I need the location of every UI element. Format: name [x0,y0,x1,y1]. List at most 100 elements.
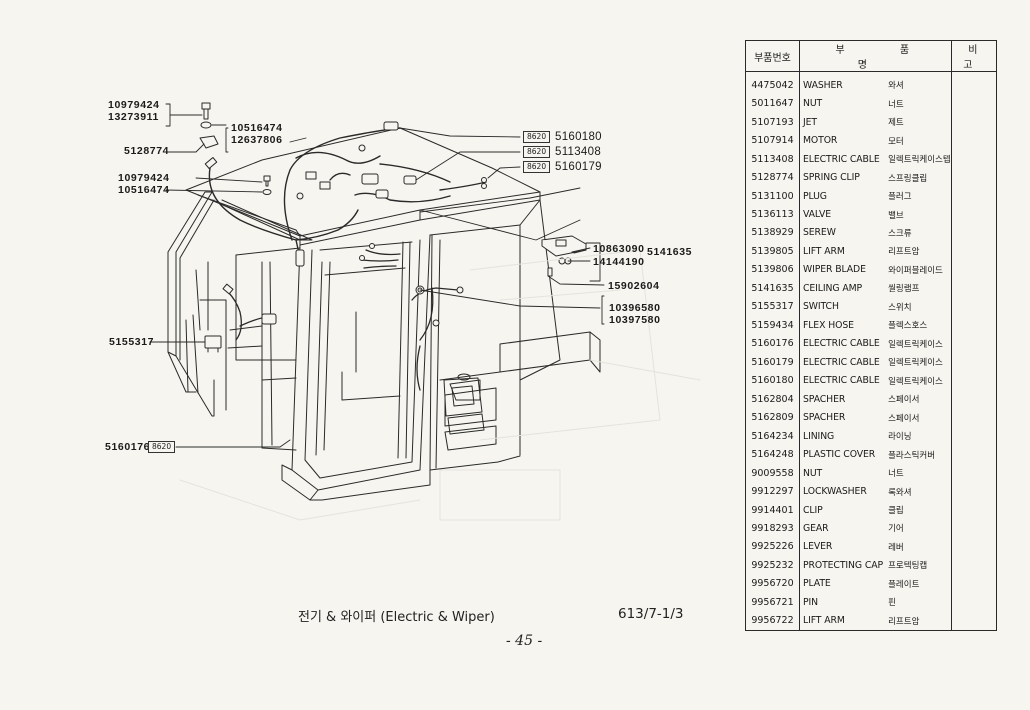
callout-washer-10516474: 10516474 [231,122,283,134]
ceiling-lamp [541,235,587,277]
remarks-cell [951,427,996,445]
remarks-cell [951,94,996,112]
callout-cable-5160179: 5160179 [555,161,602,173]
part-number-cell: 5107193 [745,112,800,132]
cab-wiring-diagram [149,102,701,521]
part-name-en-cell: SPACHER [802,412,846,424]
part-name-en-cell: SPRING CLIP [802,172,860,184]
part-name-en-cell: ELECTRIC CABLE [802,356,880,368]
part-name-ko-cell: 씰링램프 [886,279,952,298]
callout-bolt-10979424-lower: 10979424 [118,172,170,184]
part-name-ko-cell: 핀 [886,593,952,612]
plate-number: 613/7-1/3 [618,606,684,622]
parts-table-header: 부품번호 부 품 명 비 고 [745,40,997,72]
part-number-cell: 9925226 [745,537,800,557]
part-name-ko-cell: 스페이서 [886,408,952,427]
part-number-cell: 5162809 [745,408,800,427]
part-number-cell: 9912297 [745,482,800,501]
washer-reservoir [443,373,485,435]
part-number-cell: 5139806 [745,260,800,280]
tag-8620-3: 8620 [523,161,551,173]
part-number-cell: 4475042 [745,71,800,95]
callout-spring-clip-5128774: 5128774 [124,145,170,157]
part-name-ko-cell: 스프링클립 [886,168,952,187]
callout-screw-15902604: 15902604 [608,280,660,292]
remarks-cell [951,538,996,556]
remarks-cell [951,408,996,426]
part-name-ko-cell: 플레이트 [886,574,952,594]
part-name-ko-cell: 기어 [886,519,952,538]
part-name-en-cell: PROTECTING CAP [802,559,884,571]
part-name-ko-cell: 리프트암 [886,611,952,631]
part-number-cell: 9956720 [745,574,800,594]
leader-lines [149,103,605,448]
part-number-cell: 5138929 [745,223,800,243]
part-number-cell: 5113408 [745,149,800,169]
part-number-cell: 9009558 [745,463,800,483]
part-name-en-cell: ELECTRIC CABLE [802,338,880,350]
part-name-en-cell: PIN [802,596,818,608]
cab-front-frame [211,199,431,501]
part-name-ko-cell: 제트 [886,112,952,132]
part-name-en-cell: GEAR [802,522,829,534]
part-name-ko-cell: 일렉트릭케이스텝 [886,149,952,169]
remarks-cell [951,150,996,168]
part-name-en-cell: NUT [802,98,823,110]
part-number-cell: 9925232 [745,556,800,575]
tag-8620-bottom: 8620 [148,441,176,453]
part-name-en-cell: LIFT ARM [802,615,845,627]
callout-bolt-13273911: 13273911 [108,111,159,123]
part-number-cell: 5160180 [745,371,800,390]
callout-switch-5155317: 5155317 [109,336,155,348]
remarks-cell [951,482,996,500]
remarks-cell [951,242,996,260]
part-name-en-cell: PLASTIC COVER [802,449,876,461]
part-name-ko-cell: 일렉트릭케이스 [886,371,952,390]
part-name-en-cell: LEVER [802,541,833,553]
part-name-en-cell: LIFT ARM [802,245,845,257]
part-name-ko-cell: 너트 [886,94,952,113]
part-name-ko-cell: 프로텍팅캡 [886,556,952,575]
remarks-cell [951,464,996,482]
part-name-en-cell: LINING [802,430,835,442]
part-name-en-cell: SEREW [802,227,836,239]
part-name-en-cell: ELECTRIC CABLE [802,153,880,165]
remarks-cell [951,612,996,631]
remarks-cell [951,72,996,95]
callout-bolt-10979424: 10979424 [108,99,160,111]
harness-connectors [204,121,487,267]
cab-left-frame [167,191,227,417]
part-number-cell: 5162804 [745,389,800,409]
part-name-ko-cell: 레버 [886,537,952,557]
callout-ceiling-lamp-5141635: 5141635 [647,246,693,258]
part-number-cell: 5011647 [745,94,800,113]
part-number-cell: 5160176 [745,334,800,354]
cab-interior [227,247,497,451]
part-name-ko-cell: 스페이서 [886,389,952,409]
part-number-cell: 5139805 [745,242,800,261]
tag-8620-2: 8620 [523,146,551,158]
remarks-cell [951,445,996,463]
remarks-cell [951,168,996,186]
part-number-cell: 5160179 [745,353,800,372]
part-name-ko-cell: 와이퍼블레이드 [886,260,952,280]
part-number-cell: 5141635 [745,279,800,298]
part-name-ko-cell: 일렉트릭케이스 [886,353,952,372]
